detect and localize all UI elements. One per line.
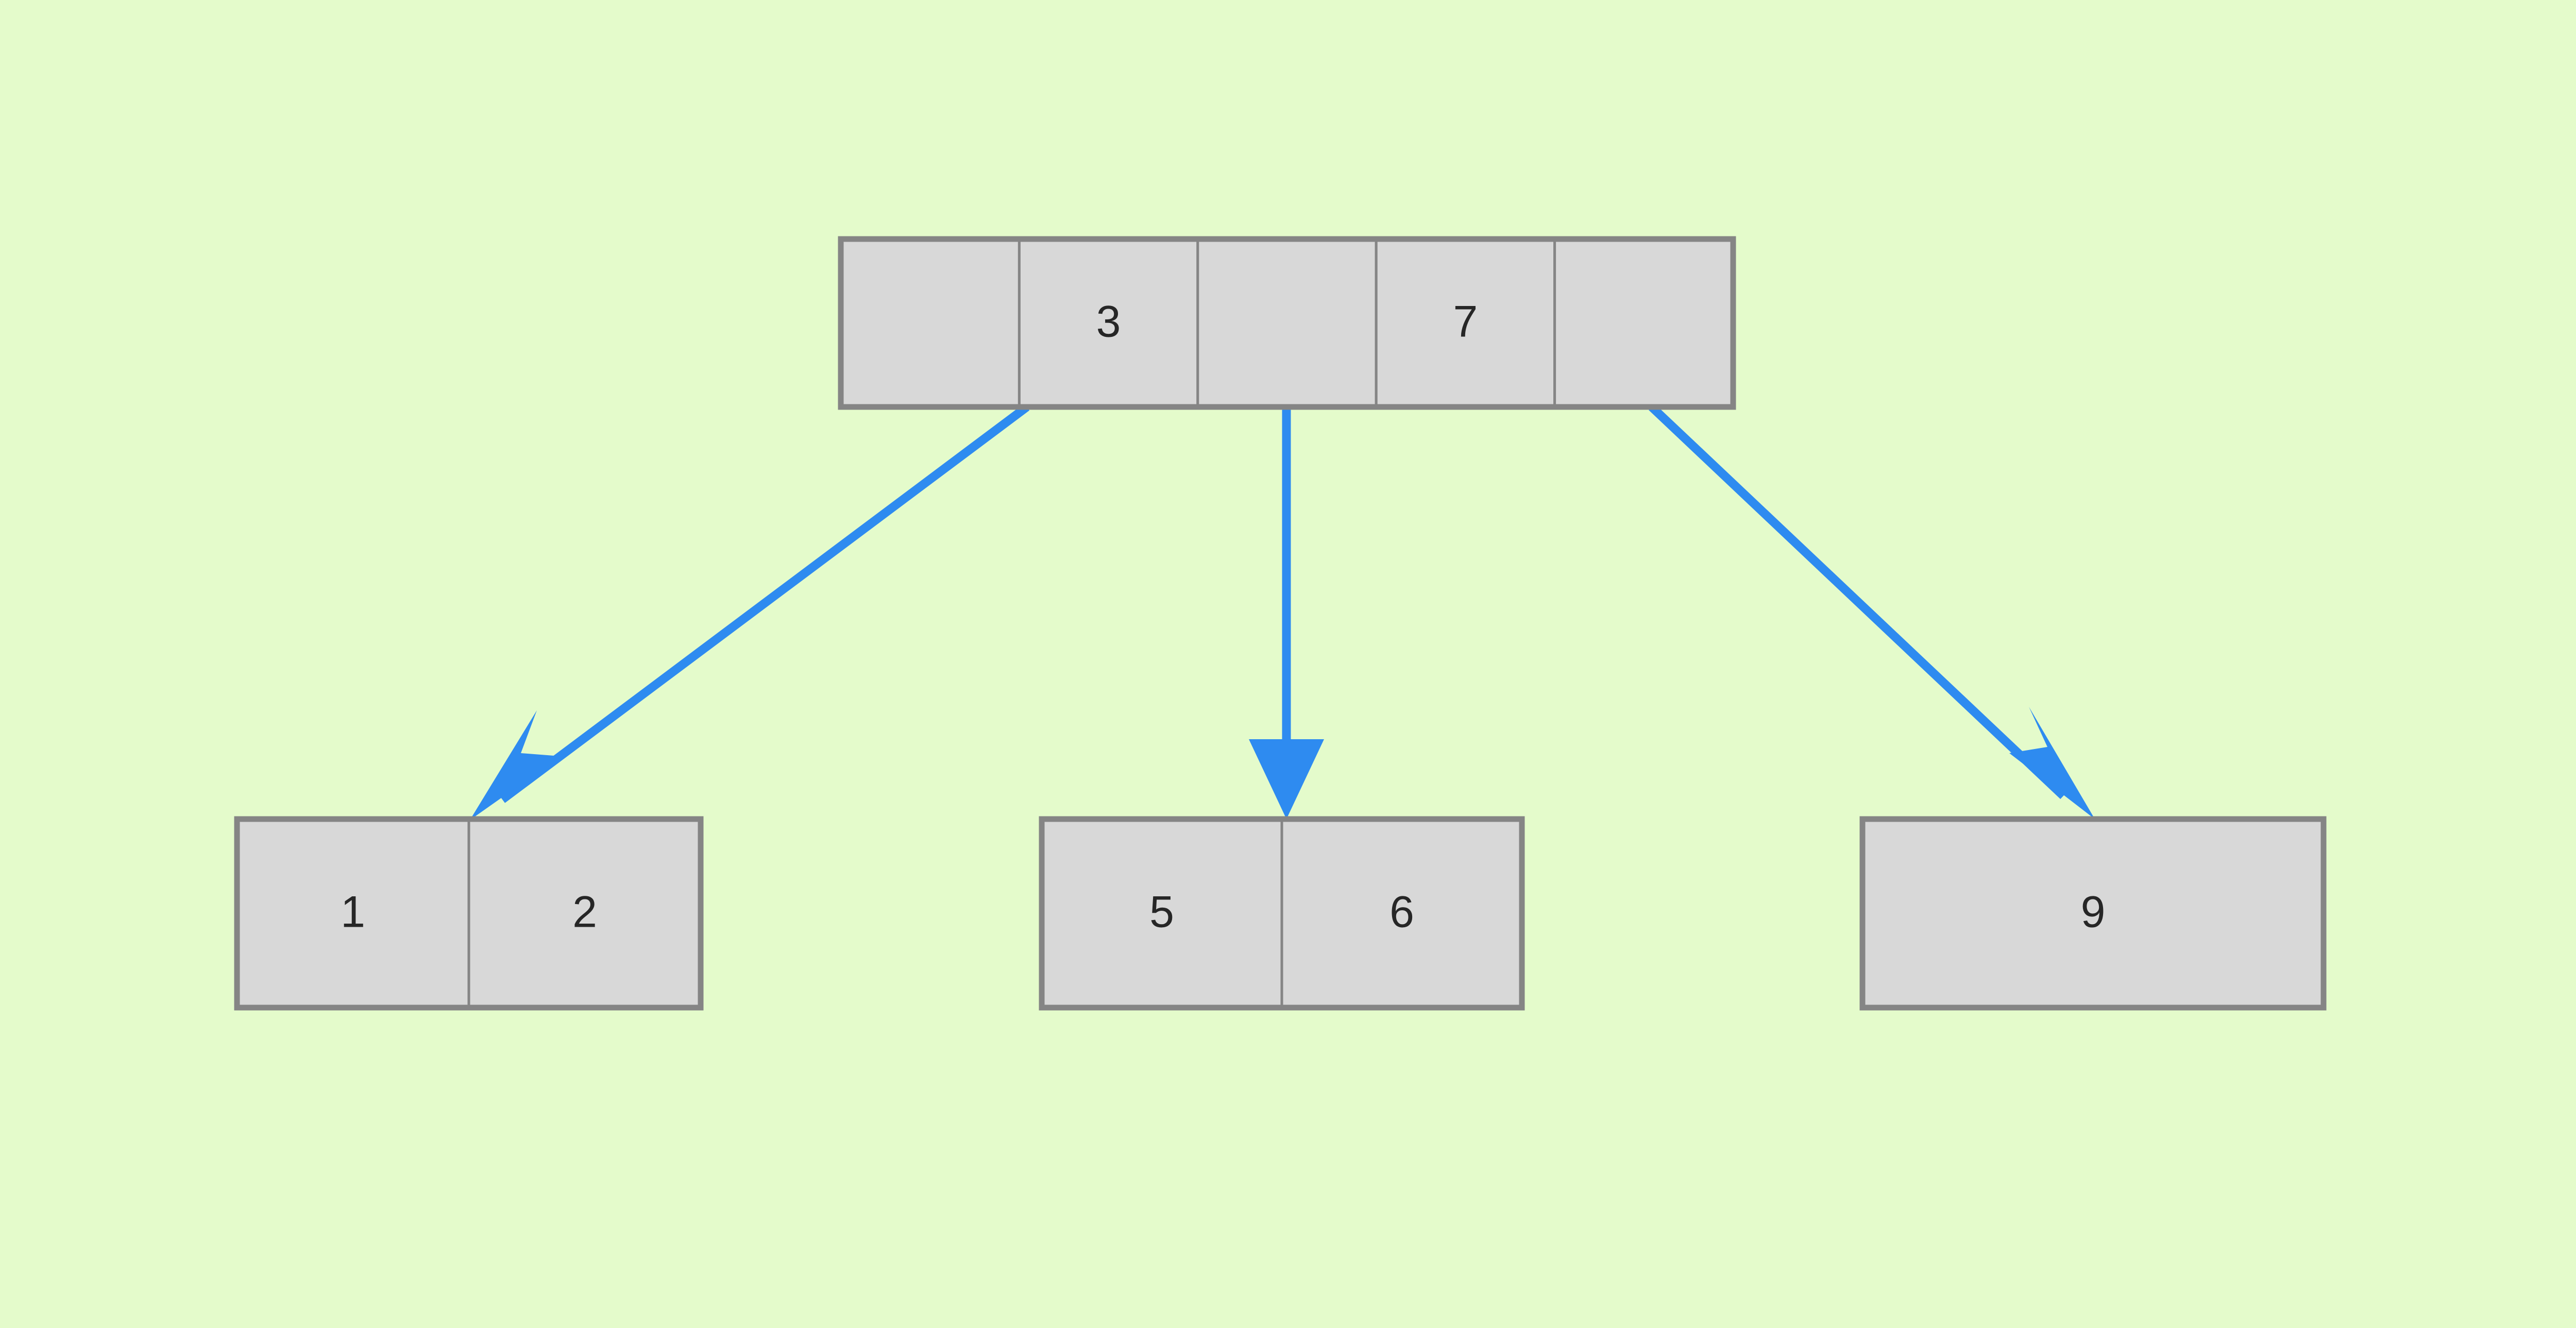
node-leaf-left[interactable]: 1 2 xyxy=(234,816,704,1011)
leaf-left-cell-0-label: 1 xyxy=(341,888,365,937)
arrowhead-icon xyxy=(470,710,561,820)
leaf-left-outline xyxy=(234,816,704,1011)
root-node-outline xyxy=(838,236,1736,410)
edges-layer xyxy=(470,403,2095,820)
arrowhead-icon xyxy=(1249,739,1324,819)
leaf-middle-outline xyxy=(1039,816,1525,1011)
root-cell-0-rect xyxy=(839,237,1021,408)
root-cell-3-rect xyxy=(1375,237,1556,408)
edge-root-to-middle[interactable] xyxy=(1249,407,1324,819)
leaf-left-cell-1-label: 2 xyxy=(572,888,597,937)
root-cell-1-label: 3 xyxy=(1096,297,1121,347)
leaf-middle-cell-0-label: 5 xyxy=(1149,888,1174,937)
edge-line xyxy=(499,403,1030,803)
root-cell-2[interactable] xyxy=(1196,237,1378,408)
root-cell-4-rect xyxy=(1553,237,1735,408)
leaf-middle-cell-0[interactable]: 5 xyxy=(1040,818,1283,1009)
leaf-right-cell-0-rect xyxy=(1861,818,2325,1009)
root-cell-1[interactable]: 3 xyxy=(1018,237,1199,408)
leaf-right-outline xyxy=(1859,816,2327,1011)
node-leaf-right[interactable]: 9 xyxy=(1859,816,2327,1011)
edge-root-to-left[interactable] xyxy=(470,403,1030,820)
leaf-middle-cell-1-label: 6 xyxy=(1389,888,1414,937)
root-cell-2-rect xyxy=(1196,237,1378,408)
root-cell-3[interactable]: 7 xyxy=(1375,237,1556,408)
leaf-right-cell-0-label: 9 xyxy=(2081,888,2106,937)
leaf-left-cell-1-rect xyxy=(467,818,702,1009)
leaf-middle-cell-1[interactable]: 6 xyxy=(1280,818,1523,1009)
edge-root-to-right[interactable] xyxy=(1649,403,2095,819)
root-cell-4[interactable] xyxy=(1553,237,1735,408)
edge-line xyxy=(1649,403,2066,799)
node-root[interactable]: 3 7 xyxy=(838,236,1736,410)
leaf-left-cell-1[interactable]: 2 xyxy=(467,818,702,1009)
arrowhead-icon xyxy=(2009,707,2095,819)
leaf-middle-cell-0-rect xyxy=(1040,818,1283,1009)
node-leaf-middle[interactable]: 5 6 xyxy=(1039,816,1525,1011)
leaf-left-cell-0[interactable]: 1 xyxy=(235,818,470,1009)
root-cell-3-label: 7 xyxy=(1453,297,1478,347)
root-cell-0[interactable] xyxy=(839,237,1021,408)
leaf-right-cell-0[interactable]: 9 xyxy=(1861,818,2325,1009)
